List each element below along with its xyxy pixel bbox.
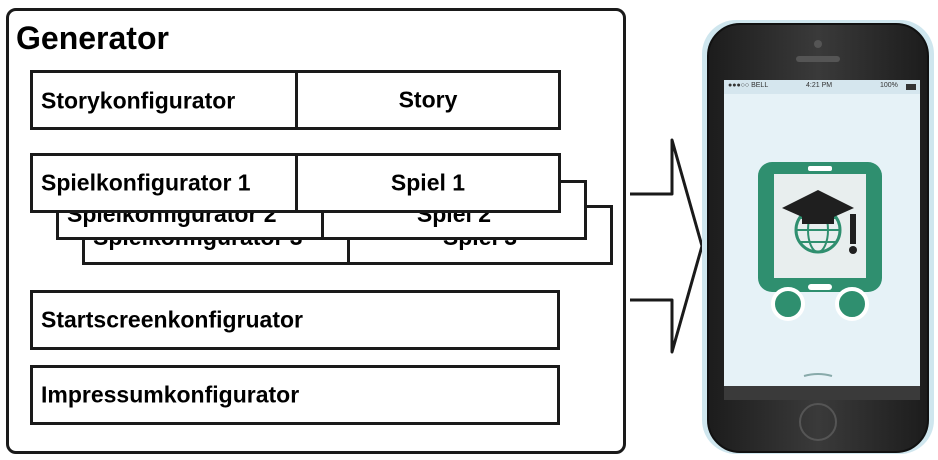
phone-battery: 100%	[880, 82, 898, 89]
story-configurator-box: Storykonfigurator	[30, 70, 298, 130]
game-configurator-label-1: Spielkonfigurator 1	[41, 169, 251, 196]
story-configurator-label: Storykonfigurator	[41, 87, 236, 114]
phone-carrier: ●●●○○ BELL	[728, 82, 769, 89]
game-label-1: Spiel 1	[390, 169, 466, 196]
story-box: Story	[295, 70, 561, 130]
arrow-right-icon	[630, 138, 704, 354]
startscreen-configurator-box: Startscreenkonfigruator	[30, 290, 560, 350]
startscreen-configurator-label: Startscreenkonfigruator	[41, 306, 304, 333]
game-configurator-box-1: Spielkonfigurator 1	[30, 153, 298, 213]
imprint-configurator-label: Impressumkonfigurator	[41, 381, 300, 408]
story-label: Story	[398, 86, 458, 113]
phone-time: 4:21 PM	[806, 82, 833, 89]
generator-title: Generator	[16, 20, 169, 56]
game-box-1: Spiel 1	[295, 153, 561, 213]
imprint-configurator-box: Impressumkonfigurator	[30, 365, 560, 425]
smartphone	[702, 20, 934, 454]
